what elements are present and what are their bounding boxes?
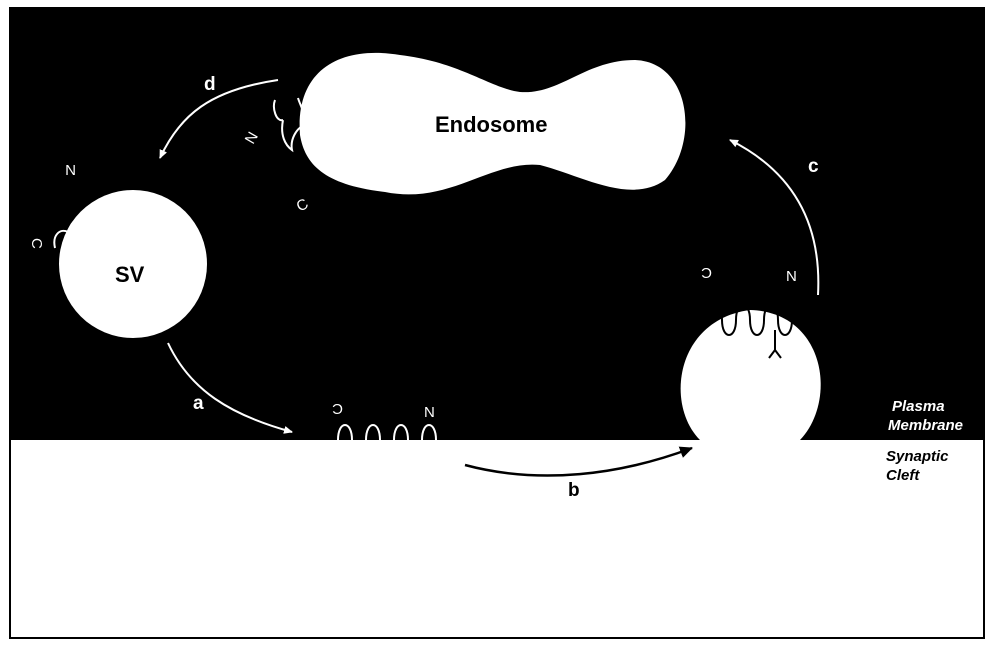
- fusing-c-terminus: C: [701, 264, 712, 281]
- step-c-label: c: [808, 156, 819, 177]
- plasma-n-terminus: N: [424, 404, 435, 421]
- step-d-label: d: [204, 74, 216, 95]
- plasma-membrane-label-line2: Membrane: [888, 417, 963, 434]
- vesicle-n-terminus: N: [65, 161, 76, 178]
- plasma-c-terminus: C: [332, 400, 343, 417]
- fusing-n-terminus: N: [786, 268, 797, 285]
- step-b-label: b: [568, 480, 580, 501]
- endosome-label: Endosome: [435, 112, 547, 137]
- synaptic-cleft-label-line2: Cleft: [886, 467, 920, 484]
- plasma-membrane-label-line1: Plasma: [892, 398, 945, 415]
- synaptic-vesicle-label: SV: [115, 262, 145, 287]
- synaptic-cleft-label-line1: Synaptic: [886, 448, 949, 465]
- vesicle-c-terminus: C: [28, 238, 45, 249]
- step-a-label: a: [193, 393, 204, 414]
